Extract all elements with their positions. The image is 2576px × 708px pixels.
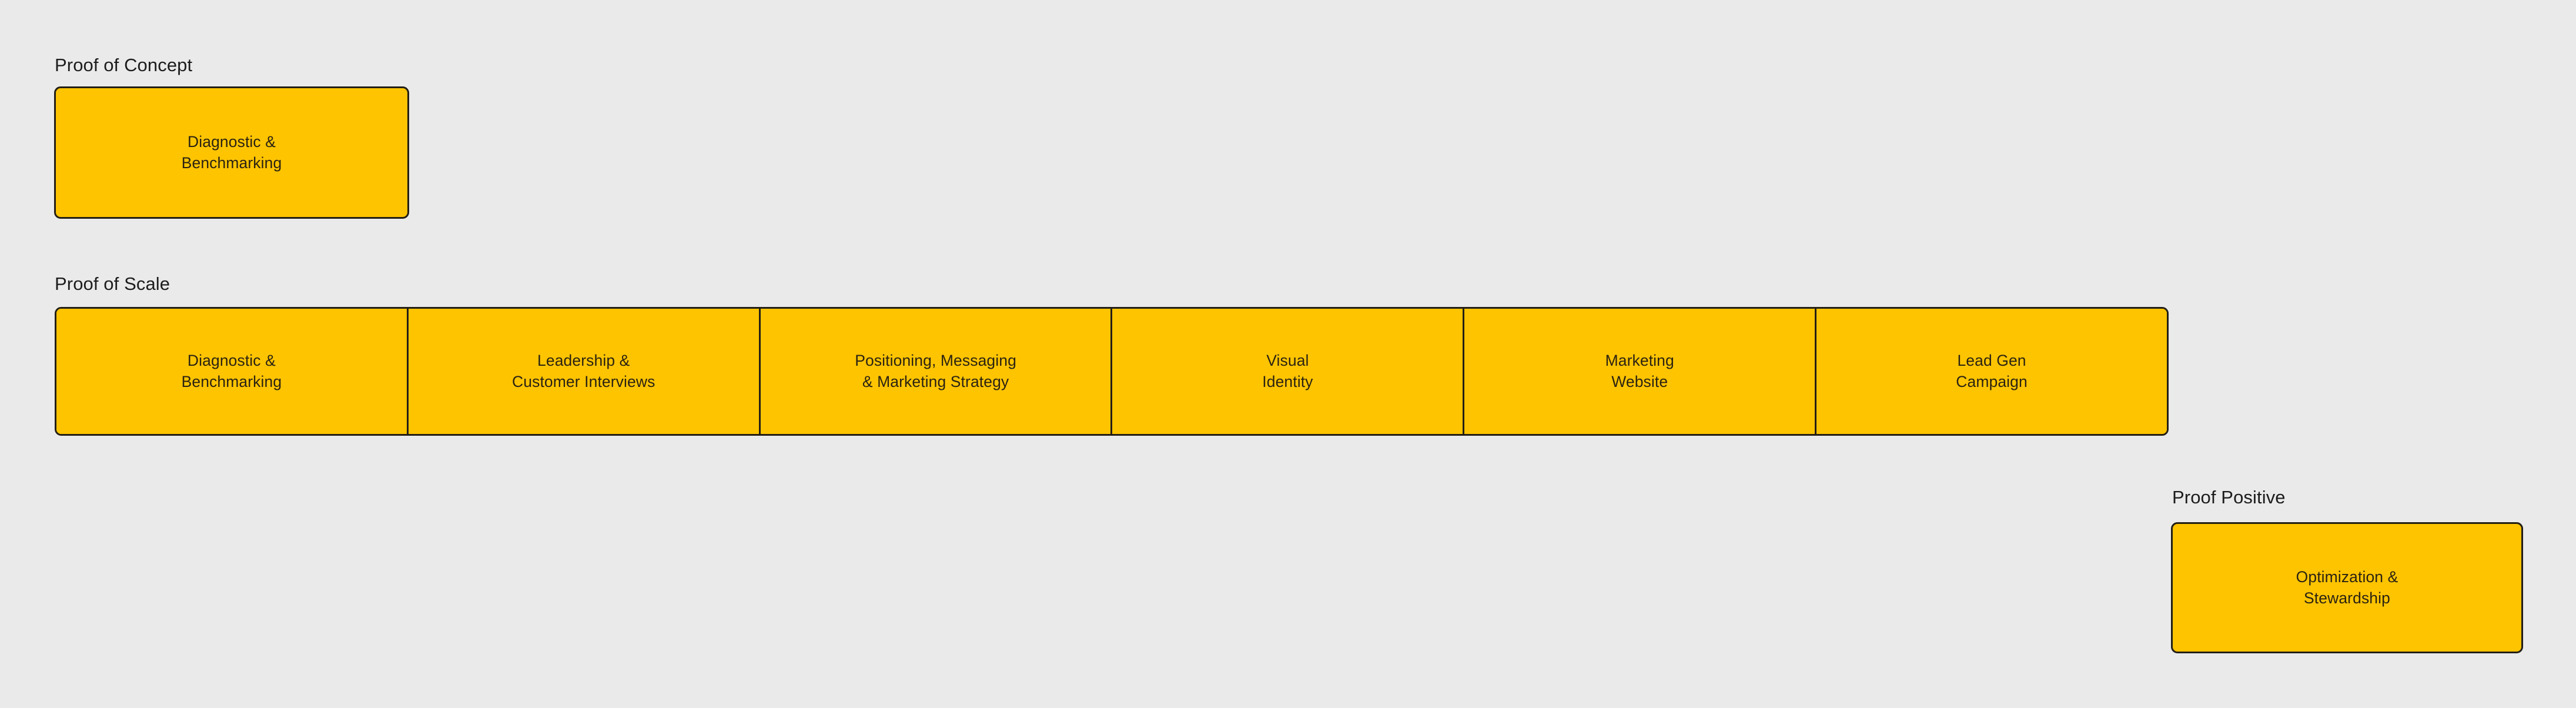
card-optimization-stewardship[interactable]: Optimization & Stewardship <box>2171 522 2523 653</box>
card-label: Marketing Website <box>1605 352 1674 390</box>
card-label: Lead Gen Campaign <box>1956 352 2028 390</box>
card-marketing-website[interactable]: Marketing Website <box>1464 309 1817 434</box>
card-label: Positioning, Messaging & Marketing Strat… <box>855 352 1016 390</box>
stage-label-proof-of-scale: Proof of Scale <box>55 273 170 294</box>
card-lead-gen-campaign[interactable]: Lead Gen Campaign <box>1816 309 2167 434</box>
card-diagnostic-benchmarking-poc[interactable]: Diagnostic & Benchmarking <box>54 86 409 219</box>
card-leadership-customer-interviews[interactable]: Leadership & Customer Interviews <box>408 309 761 434</box>
stage-label-proof-of-concept: Proof of Concept <box>55 55 193 75</box>
card-label: Leadership & Customer Interviews <box>512 352 655 390</box>
card-diagnostic-benchmarking[interactable]: Diagnostic & Benchmarking <box>56 309 409 434</box>
stage-label-proof-positive: Proof Positive <box>2172 487 2286 507</box>
card-positioning-messaging-marketing-strategy[interactable]: Positioning, Messaging & Marketing Strat… <box>760 309 1113 434</box>
proof-of-scale-row: Diagnostic & Benchmarking Leadership & C… <box>55 307 2169 436</box>
card-label: Diagnostic & Benchmarking <box>181 133 282 172</box>
card-label: Diagnostic & Benchmarking <box>181 352 282 390</box>
card-visual-identity[interactable]: Visual Identity <box>1112 309 1465 434</box>
card-label: Visual Identity <box>1262 352 1313 390</box>
card-label: Optimization & Stewardship <box>2296 568 2398 607</box>
